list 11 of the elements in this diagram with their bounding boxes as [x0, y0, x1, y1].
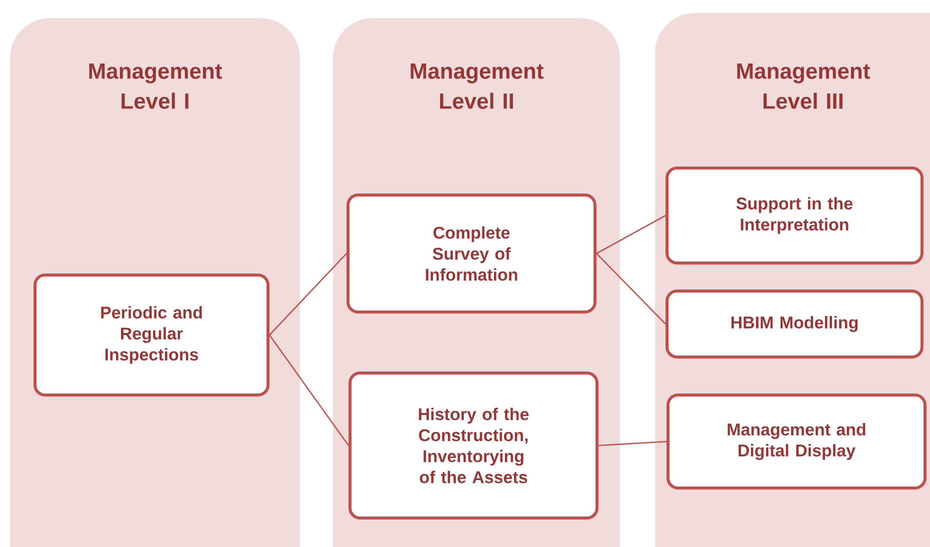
- process-box: HBIM Modelling: [666, 290, 924, 358]
- process-box: History of the Construction, Inventorying of the Assets: [348, 372, 598, 520]
- connector-line: [598, 440, 667, 446]
- connector-line: [596, 253, 666, 324]
- connector-line: [596, 214, 666, 254]
- process-box: Support in the Interpretation: [666, 166, 924, 264]
- process-box: Complete Survey of Information: [346, 194, 596, 314]
- process-box: Management and Digital Display: [666, 394, 926, 490]
- connector-line: [268, 334, 350, 446]
- connector-line: [269, 253, 347, 336]
- process-box: Periodic and Regular Inspections: [34, 274, 270, 396]
